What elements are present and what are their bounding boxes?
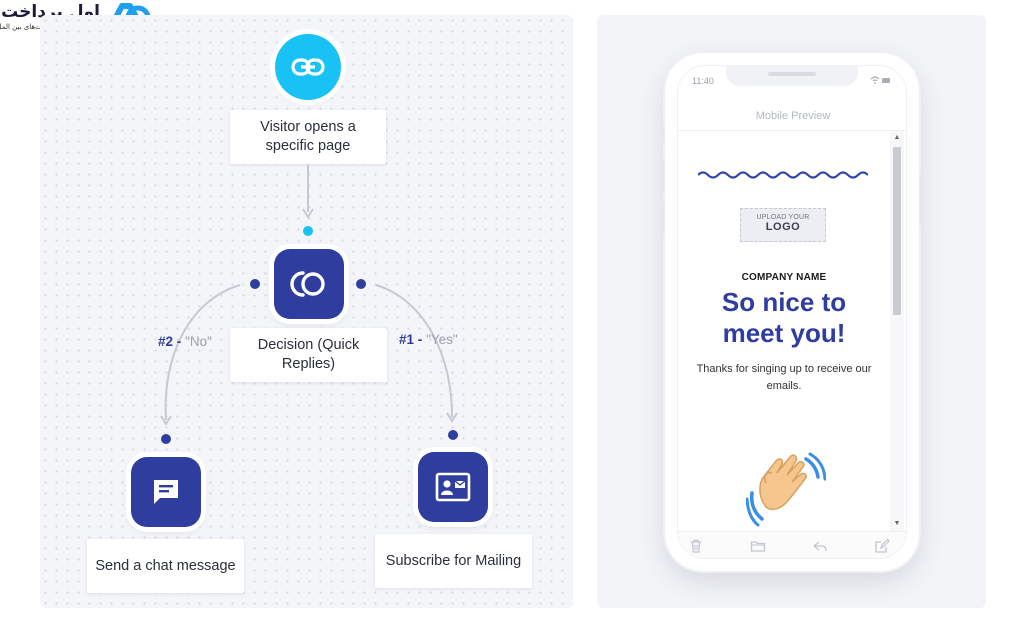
compose-icon[interactable] — [874, 538, 890, 554]
subscribe-node-label[interactable]: Subscribe for Mailing — [375, 534, 532, 588]
phone-mute-switch — [661, 125, 665, 143]
status-time: 11:40 — [692, 76, 714, 86]
scroll-up-arrow-icon[interactable]: ▲ — [893, 134, 901, 141]
phone-power-button — [919, 173, 923, 225]
preview-title: Mobile Preview — [755, 110, 831, 122]
trash-icon[interactable] — [688, 538, 704, 554]
send-chat-node-icon[interactable] — [131, 457, 201, 527]
notch-speaker — [768, 72, 816, 76]
headline-line-2: meet you! — [722, 318, 846, 348]
subscribe-node-icon[interactable] — [418, 452, 488, 522]
email-body-text: Thanks for singing up to receive our ema… — [696, 363, 872, 392]
port-decision-right — [356, 279, 366, 289]
branch-answer: "No" — [185, 334, 212, 349]
scroll-down-arrow-icon[interactable]: ▼ — [893, 520, 901, 527]
email-headline: So nice to meet you! — [678, 287, 890, 349]
trigger-node-icon[interactable] — [275, 34, 341, 100]
mobile-preview-panel: 11:40 Mobile Preview UPLOAD YOUR LOGO CO… — [597, 15, 986, 608]
branch-label-no: #2 - "No" — [158, 334, 212, 349]
email-toolbar — [678, 531, 906, 558]
email-preview-content[interactable]: UPLOAD YOUR LOGO COMPANY NAME So nice to… — [678, 131, 890, 531]
branch-number: #1 — [399, 332, 415, 347]
port-decision-in — [303, 226, 313, 236]
decision-node-icon[interactable] — [274, 249, 344, 319]
port-subscribe-in — [448, 430, 458, 440]
reply-icon[interactable] — [812, 538, 828, 554]
scroll-thumb[interactable] — [893, 147, 901, 315]
flow-connectors — [160, 165, 458, 444]
phone-volume-up — [661, 159, 665, 193]
folder-icon[interactable] — [750, 538, 766, 554]
contact-card-icon — [435, 472, 471, 502]
branch-answer: "Yes" — [426, 332, 458, 347]
branch-label-yes: #1 - "Yes" — [399, 332, 458, 347]
upload-logo-line1: UPLOAD YOUR — [756, 214, 810, 221]
quick-replies-icon — [290, 271, 325, 297]
branch-separator: - — [176, 334, 182, 349]
arrowhead-branch-yes — [446, 412, 458, 423]
trigger-node-label[interactable]: Visitor opens a specific page — [230, 110, 386, 164]
preview-divider — [678, 130, 906, 131]
connector-branch-no — [164, 284, 241, 421]
decision-node-label[interactable]: Decision (Quick Replies) — [230, 328, 387, 382]
connector-branch-yes — [375, 284, 453, 418]
phone-notch — [726, 66, 858, 86]
company-name: COMPANY NAME — [741, 272, 827, 283]
arrowhead-decision — [302, 208, 314, 219]
send-chat-node-label[interactable]: Send a chat message — [87, 539, 244, 593]
phone-frame: 11:40 Mobile Preview UPLOAD YOUR LOGO CO… — [661, 53, 923, 571]
branch-number: #2 — [158, 334, 174, 349]
upload-logo-placeholder[interactable]: UPLOAD YOUR LOGO — [740, 208, 826, 242]
branch-separator: - — [417, 332, 423, 347]
arrowhead-branch-no — [160, 415, 172, 426]
chat-message-icon — [154, 480, 178, 504]
link-icon — [291, 58, 325, 76]
phone-screen: 11:40 Mobile Preview UPLOAD YOUR LOGO CO… — [677, 65, 907, 559]
wave-divider — [698, 171, 868, 179]
headline-line-1: So nice to — [721, 287, 847, 317]
wifi-battery-icon — [870, 76, 890, 84]
port-decision-left — [250, 279, 260, 289]
upload-logo-line2: LOGO — [765, 221, 801, 233]
preview-scrollbar[interactable]: ▲ ▼ — [890, 131, 904, 531]
phone-volume-down — [661, 201, 665, 235]
automation-flow-canvas: Visitor opens a specific page Decision (… — [40, 15, 573, 608]
waving-hand-icon — [746, 452, 826, 527]
port-send-chat-in — [161, 434, 171, 444]
